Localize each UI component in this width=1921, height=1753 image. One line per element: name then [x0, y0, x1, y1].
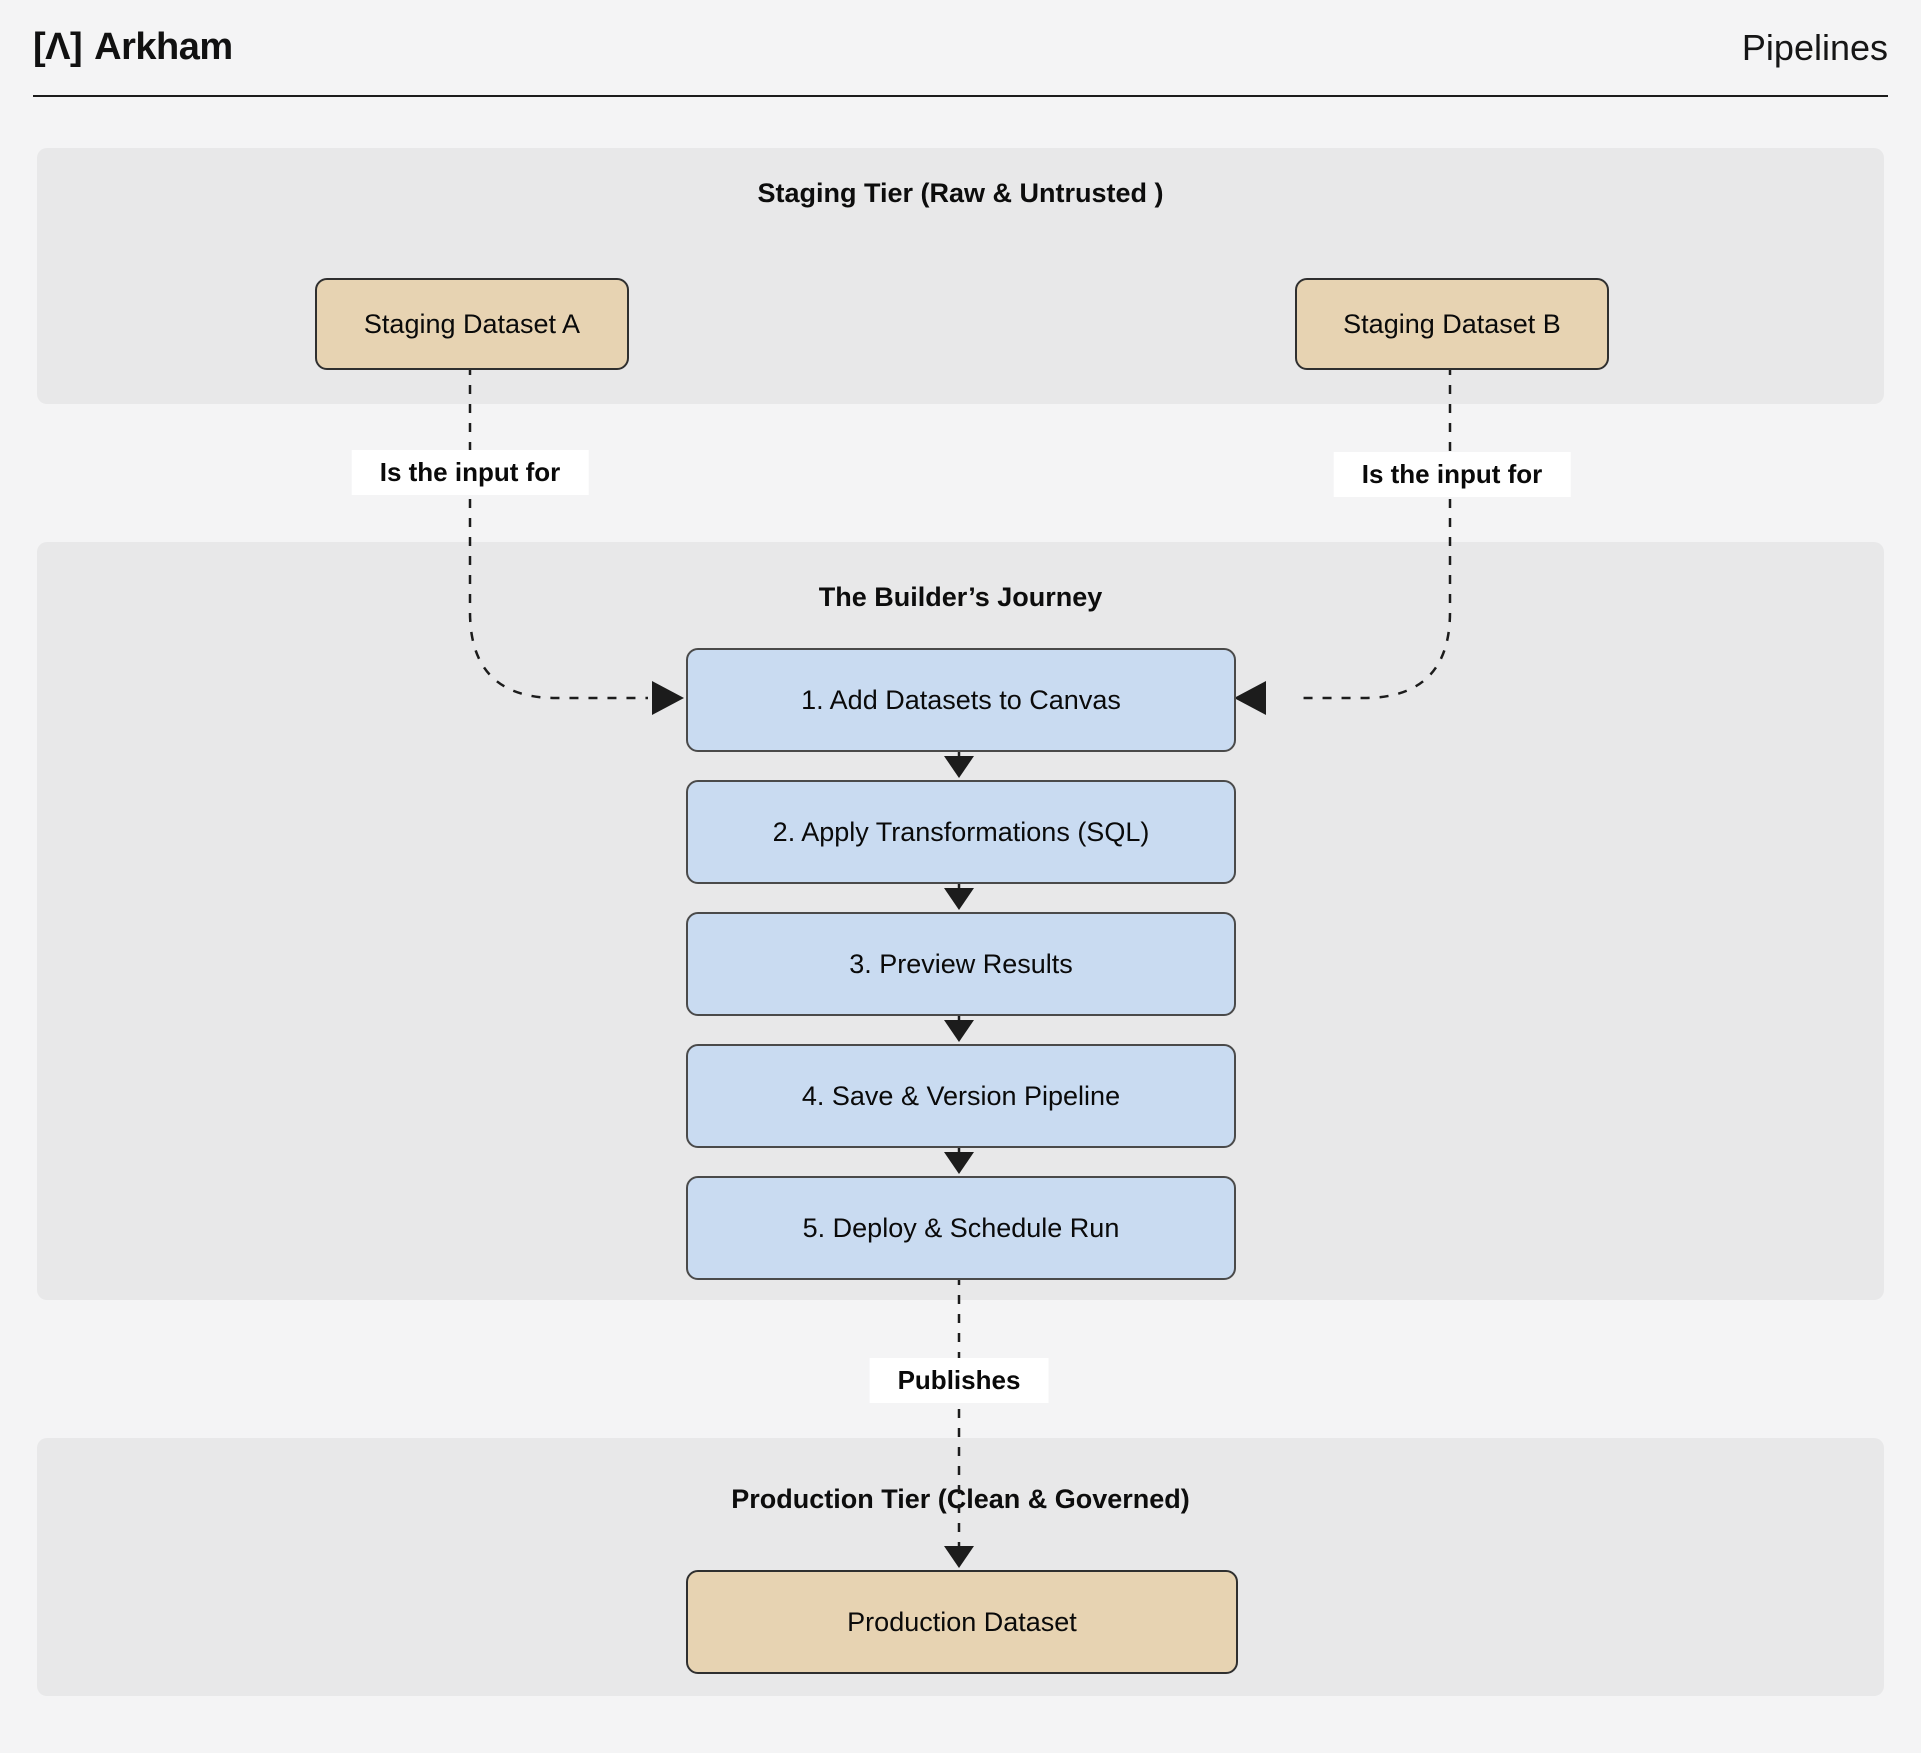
arkham-logo: [Λ] Arkham	[33, 26, 233, 69]
staging-tier-title: Staging Tier (Raw & Untrusted )	[757, 178, 1164, 208]
node-label: Production Dataset	[847, 1606, 1077, 1637]
arrowhead-left-icon	[1234, 681, 1266, 715]
node-label: 4. Save & Version Pipeline	[801, 1080, 1121, 1111]
edge-staging-a-to-step1	[468, 366, 648, 700]
node-production-dataset[interactable]: Production Dataset	[686, 1570, 1238, 1674]
node-label: 1. Add Datasets to Canvas	[801, 684, 1121, 715]
node-label: Staging Dataset B	[1343, 308, 1561, 339]
node-label: 5. Deploy & Schedule Run	[802, 1212, 1120, 1243]
arrowhead-right-icon	[652, 681, 684, 715]
production-tier-title: Production Tier (Clean & Governed)	[731, 1484, 1190, 1514]
arkham-logo-icon: [Λ]	[33, 26, 83, 68]
node-label: 2. Apply Transformations (SQL)	[772, 816, 1150, 847]
node-step-apply-transformations[interactable]: 2. Apply Transformations (SQL)	[686, 780, 1236, 884]
edge-label-input-a: Is the input for	[351, 450, 589, 495]
arkham-logo-label: Arkham	[94, 26, 233, 68]
node-staging-dataset-a[interactable]: Staging Dataset A	[315, 278, 629, 370]
app-header: [Λ] Arkham Pipelines	[33, 0, 1888, 97]
edge-staging-b-to-step1	[1300, 366, 1452, 700]
arrowhead-down-icon	[944, 1546, 974, 1568]
node-step-preview-results[interactable]: 3. Preview Results	[686, 912, 1236, 1016]
arrowhead-down-icon	[944, 756, 974, 778]
node-step-deploy-schedule[interactable]: 5. Deploy & Schedule Run	[686, 1176, 1236, 1280]
node-label: Staging Dataset A	[363, 308, 581, 339]
edge-label-publishes: Publishes	[869, 1358, 1049, 1403]
node-step-save-version[interactable]: 4. Save & Version Pipeline	[686, 1044, 1236, 1148]
node-label: 3. Preview Results	[849, 948, 1073, 979]
arrowhead-down-icon	[944, 1020, 974, 1042]
node-step-add-datasets[interactable]: 1. Add Datasets to Canvas	[686, 648, 1236, 752]
arrowhead-down-icon	[944, 888, 974, 910]
builder-journey-title: The Builder’s Journey	[818, 582, 1103, 612]
page-title: Pipelines	[1741, 26, 1888, 68]
node-staging-dataset-b[interactable]: Staging Dataset B	[1295, 278, 1609, 370]
edge-label-input-b: Is the input for	[1333, 452, 1571, 497]
arrowhead-down-icon	[944, 1152, 974, 1174]
